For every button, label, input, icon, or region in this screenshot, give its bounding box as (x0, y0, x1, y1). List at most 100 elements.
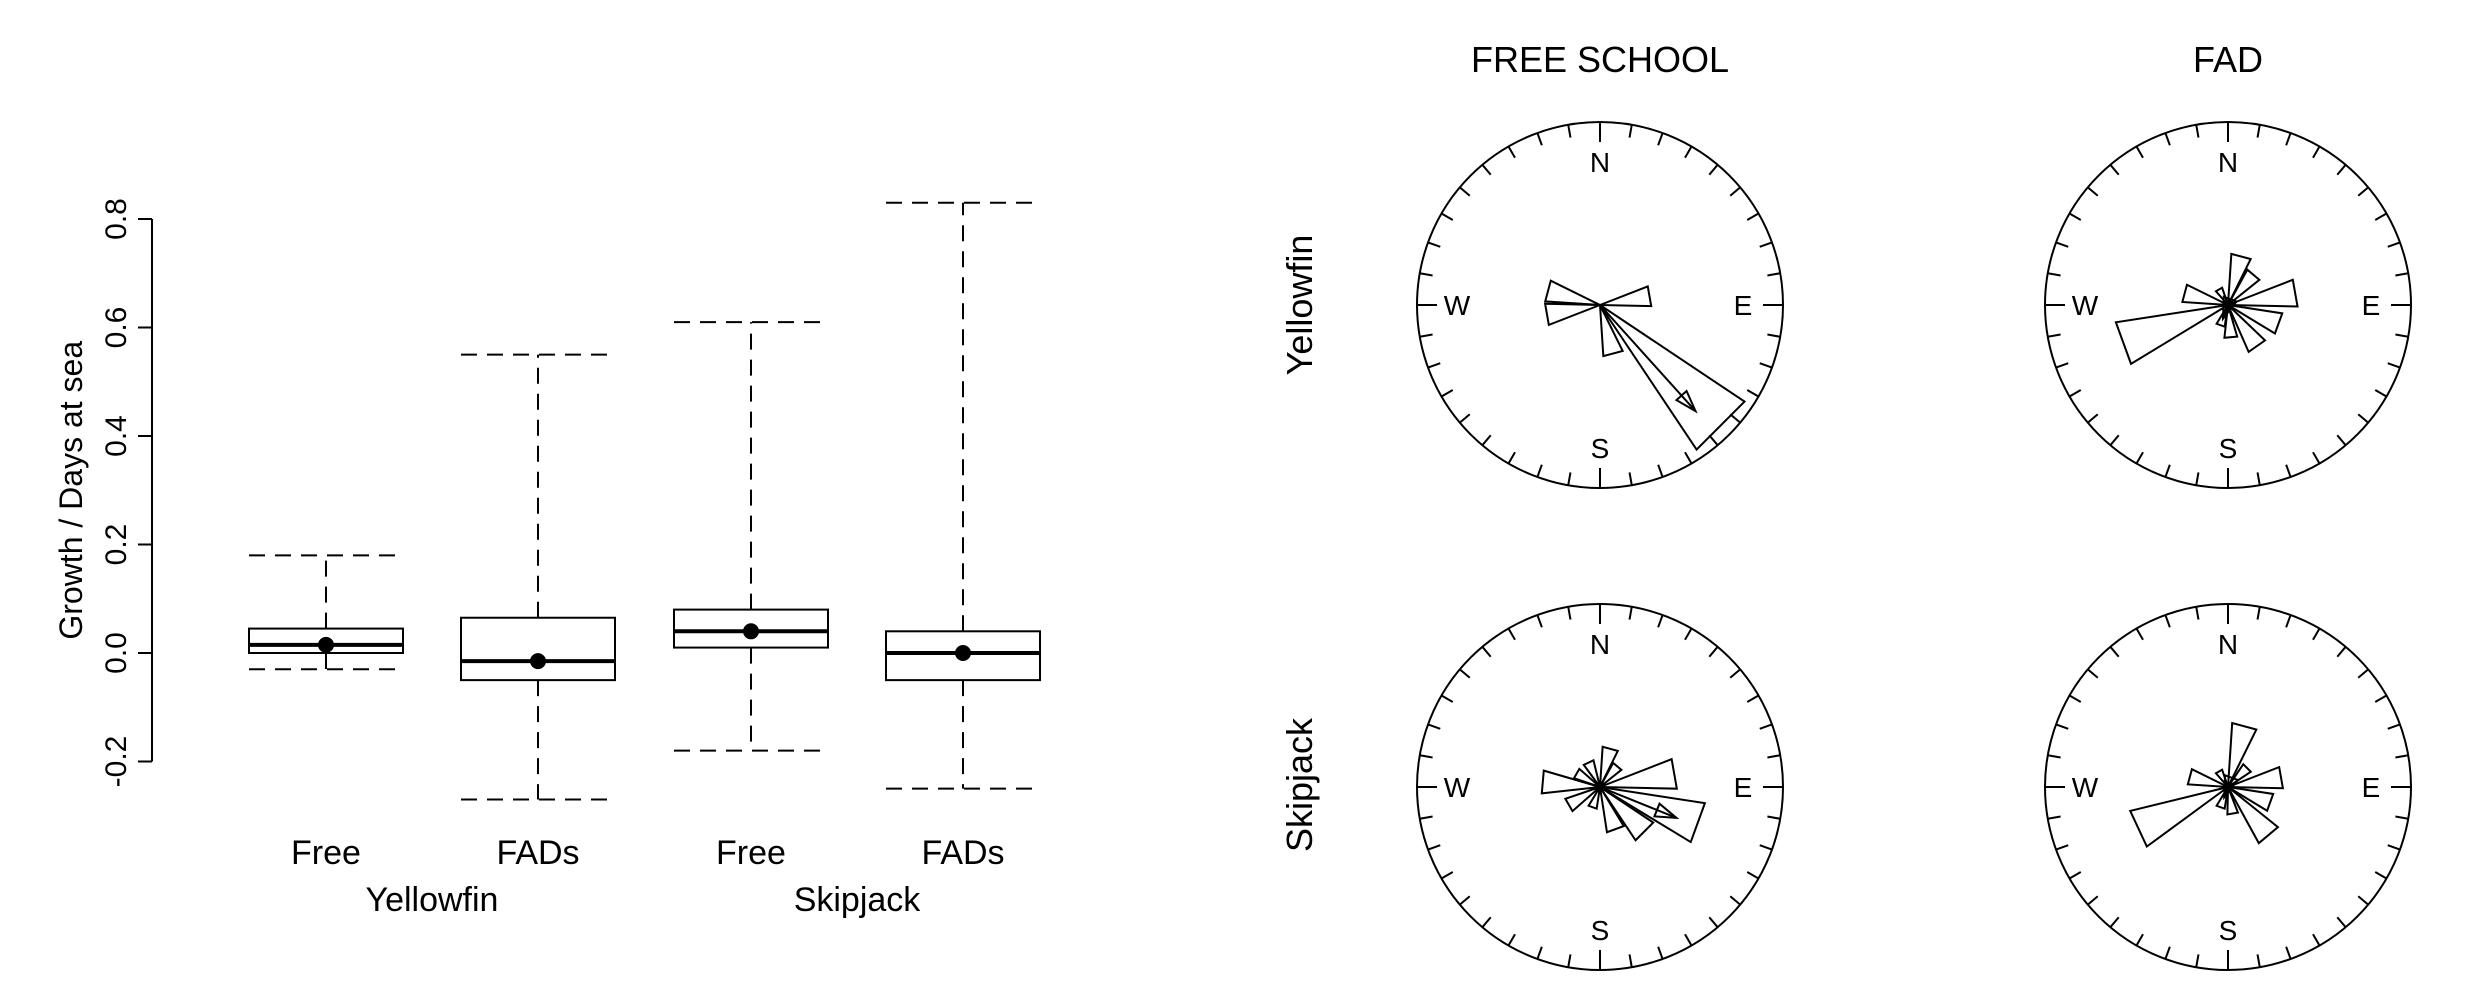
rose-petal (2227, 721, 2258, 788)
y-tick-label: 0.8 (100, 198, 133, 240)
compass-tick (2164, 132, 2171, 146)
rose-petal (2227, 252, 2253, 306)
rose-petal (2227, 786, 2280, 845)
compass-tick (2256, 472, 2261, 486)
compass-tick (1427, 241, 1441, 248)
row-title-yellowfin: Yellowfin (1279, 235, 1320, 376)
compass-tick (1657, 132, 1664, 146)
y-tick-label: 0.2 (100, 524, 133, 566)
compass-tick (2312, 628, 2321, 641)
compass-tick (2312, 933, 2321, 946)
rose-petal (1599, 786, 1655, 842)
compass-tick (2336, 434, 2347, 446)
group-label: Skipjack (794, 881, 922, 919)
rose-petal (1599, 786, 1707, 844)
compass-tick (2164, 464, 2171, 478)
column-title-fad: FAD (2193, 39, 2263, 80)
compass-tick (2285, 946, 2292, 960)
rose-petal (2227, 268, 2261, 306)
y-tick-label: 0.6 (100, 307, 133, 349)
compass-tick (1481, 646, 1492, 658)
rose-petal (1572, 767, 1601, 788)
compass-tick (1419, 815, 1433, 820)
compass-letter-w: W (2072, 290, 2099, 321)
compass-letter-e: E (1734, 290, 1753, 321)
compass-tick (2047, 272, 2061, 277)
compass-tick (2374, 212, 2387, 221)
category-label: FADs (496, 834, 579, 872)
rose-petal (2181, 283, 2229, 306)
compass-tick (2357, 413, 2369, 424)
y-tick-label: 0.4 (100, 415, 133, 457)
compass-tick (2069, 694, 2082, 703)
compass-tick (1684, 628, 1693, 641)
compass-tick (2195, 472, 2200, 486)
compass-letter-n: N (2218, 629, 2238, 660)
compass-tick (1708, 646, 1719, 658)
compass-tick (2135, 628, 2144, 641)
compass-tick (1567, 954, 1572, 968)
rose-petal (2215, 786, 2229, 811)
rose-petal (2128, 786, 2229, 849)
compass-tick (1628, 124, 1633, 138)
mean-direction-arrow (1599, 786, 1677, 819)
compass-tick (1427, 723, 1441, 730)
compass-tick (2387, 362, 2401, 369)
rose-petal (2227, 786, 2275, 813)
compass-letter-s: S (1591, 915, 1610, 946)
compass-tick (2109, 646, 2120, 658)
compass-tick (1481, 434, 1492, 446)
compass-tick (1684, 933, 1693, 946)
compass-tick (1628, 954, 1633, 968)
compass-tick (1746, 694, 1759, 703)
mean-direction-arrow (1599, 304, 1697, 412)
compass-tick (1567, 472, 1572, 486)
compass-tick (2256, 954, 2261, 968)
compass-tick (2047, 333, 2061, 338)
compass-tick (1657, 946, 1664, 960)
compass-tick (2087, 895, 2099, 906)
boxplot-panel: -0.20.00.20.40.60.8 Growth / Days at sea… (53, 198, 1041, 919)
column-title-free-school: FREE SCHOOL (1471, 39, 1729, 80)
compass-tick (1567, 124, 1572, 138)
compass-tick (2387, 844, 2401, 851)
rose-petal (1599, 304, 1625, 358)
compass-tick (2374, 694, 2387, 703)
compass-letter-e: E (2362, 772, 2381, 803)
rose-petal (1599, 761, 1623, 788)
compass-tick (2256, 606, 2261, 620)
category-label: FADs (921, 834, 1004, 872)
compass-tick (1767, 272, 1781, 277)
compass-tick (1459, 186, 1471, 197)
compass-tick (2357, 186, 2369, 197)
mean-direction-arrowhead (2223, 773, 2240, 801)
compass-tick (2285, 614, 2292, 628)
compass-tick (2336, 164, 2347, 176)
group-label: Yellowfin (366, 881, 499, 919)
rose-petal (1543, 302, 1601, 327)
compass-tick (2109, 434, 2120, 446)
compass-letter-n: N (1590, 147, 1610, 178)
compass-tick (1759, 241, 1773, 248)
box-2 (460, 353, 616, 801)
box-1 (248, 554, 404, 671)
compass-tick (1708, 434, 1719, 446)
compass-tick (2047, 815, 2061, 820)
compass-tick (2312, 451, 2321, 464)
compass-tick (2164, 614, 2171, 628)
compass-letter-w: W (1444, 772, 1471, 803)
y-axis-title: Growth / Days at sea (53, 341, 89, 640)
compass-tick (2285, 464, 2292, 478)
rose-petal (1599, 757, 1679, 790)
rose-petal (1587, 786, 1601, 811)
compass-tick (2374, 389, 2387, 398)
compass-tick (2387, 723, 2401, 730)
compass-tick (1507, 451, 1516, 464)
compass-tick (2069, 871, 2082, 880)
compass-tick (1459, 895, 1471, 906)
mean-point (743, 623, 759, 640)
